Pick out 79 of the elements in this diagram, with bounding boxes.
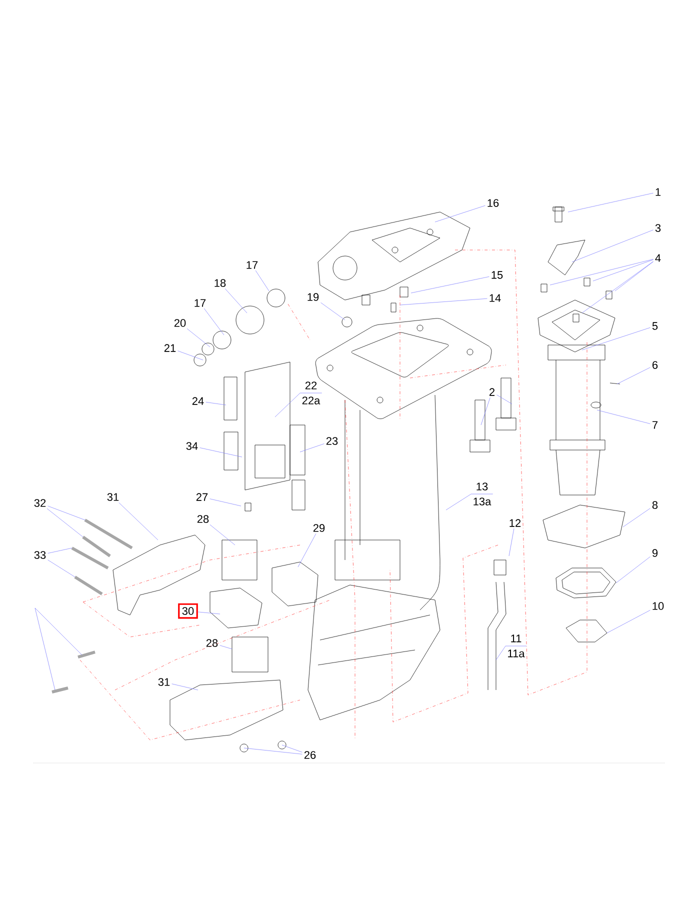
callout-number: 13 13a <box>474 482 492 506</box>
callout-number: 18 <box>214 279 226 287</box>
leader-line <box>568 192 654 212</box>
leader-line <box>582 261 654 314</box>
callout-number: 23 <box>326 437 338 445</box>
leader-line <box>616 367 650 384</box>
leader-line <box>496 646 527 660</box>
callout-number: 28 <box>197 515 209 523</box>
leader-line <box>204 308 224 336</box>
callout-number: 31 <box>158 678 170 686</box>
leader-line <box>480 397 490 426</box>
callout-number: 4 <box>655 254 661 262</box>
callout-number: 24 <box>192 397 204 405</box>
callout-number: 32 <box>34 499 46 507</box>
callout-number: 22 22a <box>302 382 320 404</box>
leader-line <box>172 684 198 690</box>
leader-line <box>274 392 322 418</box>
leader-line <box>220 645 232 650</box>
callout-number: 1 <box>656 188 661 196</box>
leader-line <box>244 748 302 754</box>
leader-line <box>200 448 242 458</box>
leader-line <box>320 302 346 320</box>
leader-line <box>255 270 270 292</box>
callout-number: 30 <box>178 603 198 619</box>
leader-line <box>300 444 324 452</box>
leader-line <box>48 506 86 520</box>
callout-number: 17 <box>246 261 258 269</box>
callout-number: 11 11a <box>508 634 525 658</box>
leader-line <box>282 744 302 752</box>
leader-line <box>298 533 316 568</box>
leader-line <box>48 548 72 554</box>
callout-number: 31 <box>107 493 119 501</box>
leader-line <box>434 205 486 222</box>
leader-line <box>592 260 654 282</box>
leader-line <box>622 508 650 528</box>
callout-number: 27 <box>196 493 208 501</box>
callout-number: 26 <box>304 751 316 759</box>
callout-number: 20 <box>174 319 186 327</box>
callout-number: 3 <box>655 224 661 232</box>
leader-line <box>210 498 242 506</box>
leader-line <box>186 328 210 348</box>
leader-line <box>496 394 512 404</box>
leader-line <box>400 298 488 306</box>
leader-line <box>48 560 76 578</box>
leader-line <box>596 410 650 424</box>
callout-number: 2 <box>490 388 494 396</box>
leader-line <box>606 610 650 634</box>
callout-number: 17 <box>194 299 206 307</box>
callout-number: 19 <box>308 293 319 301</box>
leader-line <box>198 612 220 614</box>
leader-line <box>410 276 490 294</box>
callout-number: 28 <box>206 639 218 647</box>
leader-line <box>572 230 654 262</box>
leader-line <box>118 502 158 540</box>
callout-number: 5 <box>652 322 658 330</box>
callout-number: 21 <box>164 344 176 352</box>
leader-line <box>508 528 514 556</box>
leader-line <box>550 259 654 286</box>
callout-number: 29 <box>313 524 325 532</box>
leader-line <box>446 494 494 510</box>
callout-number: 15 <box>492 271 503 279</box>
callout-number: 7 <box>652 421 658 429</box>
callout-number: 10 <box>652 602 664 610</box>
callout-number: 34 <box>186 442 198 450</box>
callout-number: 33 <box>34 551 46 559</box>
leader-line <box>210 524 236 546</box>
leader-line <box>614 261 654 292</box>
leader-line <box>46 508 84 538</box>
callout-number: 9 <box>652 549 658 557</box>
leader-line <box>206 402 226 406</box>
leader-line <box>582 327 650 350</box>
callout-number: 8 <box>652 501 658 509</box>
leader-line <box>616 556 650 584</box>
callout-number: 6 <box>652 361 658 369</box>
leader-line <box>178 350 204 360</box>
callout-number: 16 <box>488 199 499 207</box>
callout-number: 12 <box>510 519 521 527</box>
callout-number: 14 <box>490 294 501 302</box>
leader-line <box>224 288 248 314</box>
